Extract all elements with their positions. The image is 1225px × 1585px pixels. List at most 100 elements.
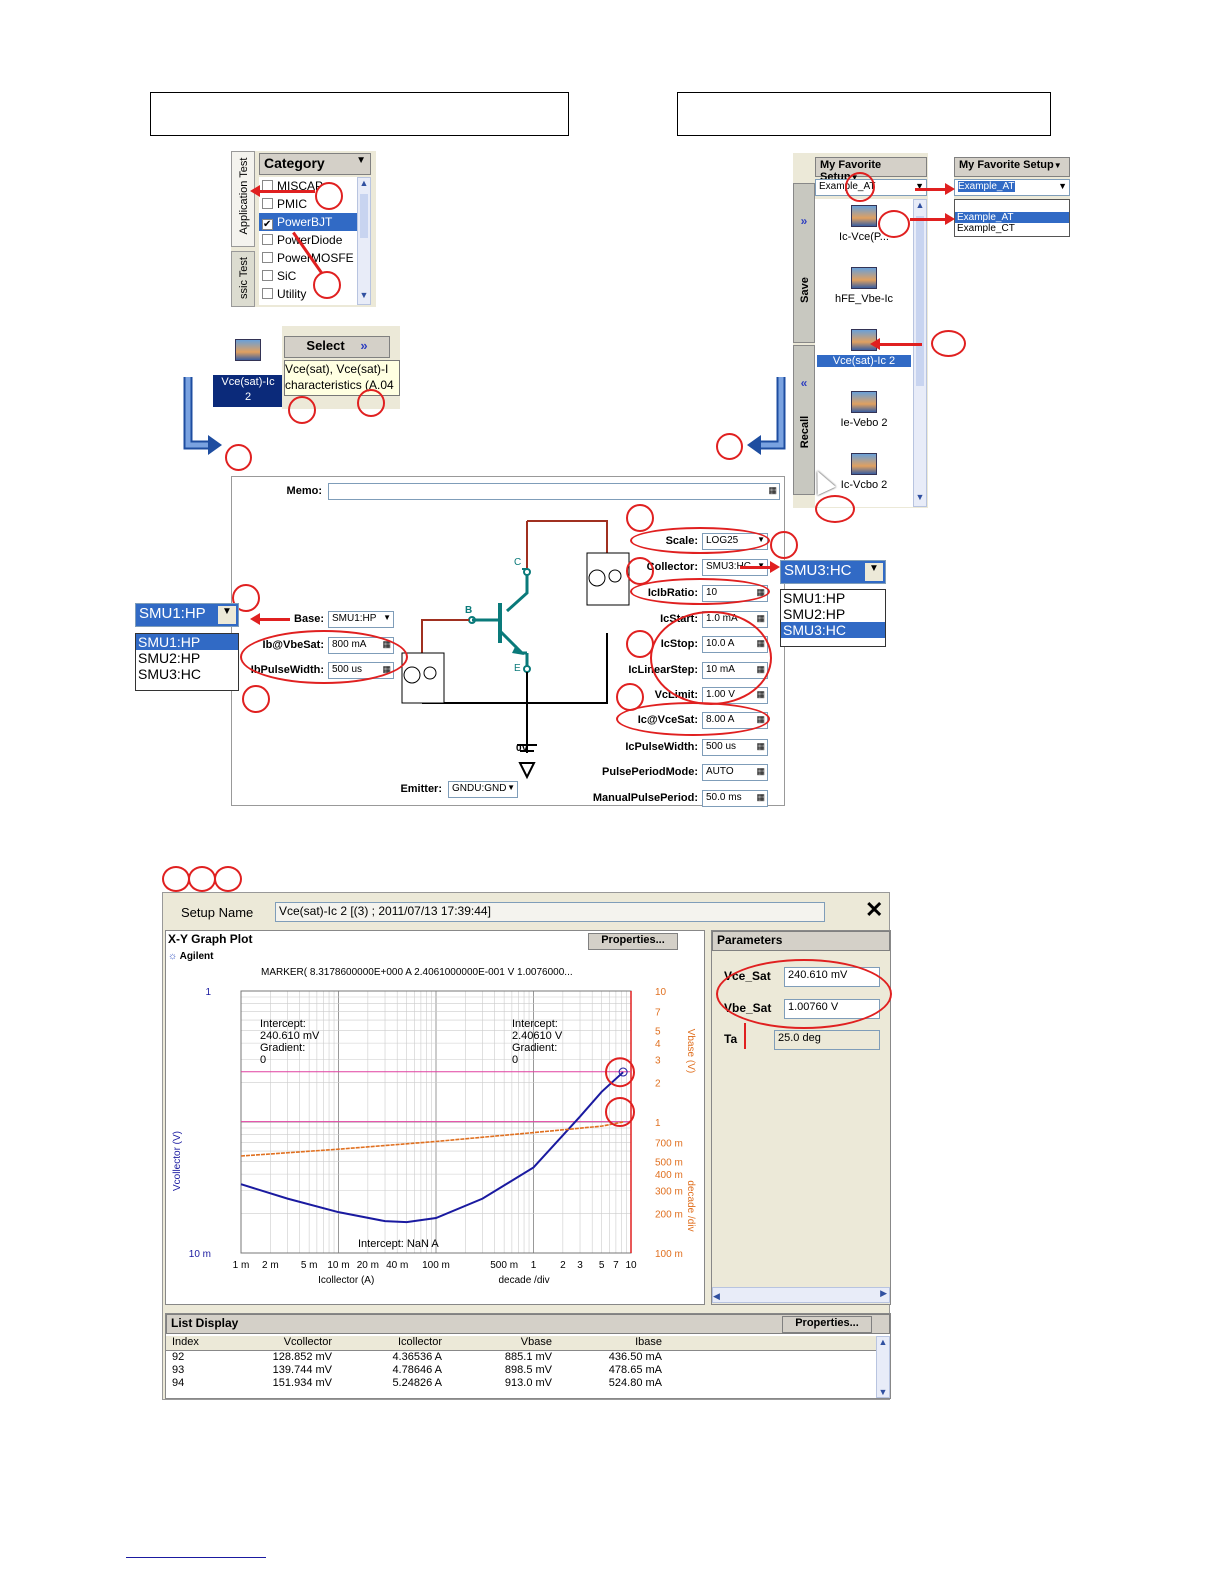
category-item-label: PMIC <box>277 197 307 211</box>
keyboard-icon[interactable]: ▦ <box>768 485 777 495</box>
x-tick-label: 1 <box>531 1260 537 1271</box>
favorite-tile[interactable]: hFE_Vbe-Ic <box>815 261 913 323</box>
annotation-circle <box>315 182 343 210</box>
base-select[interactable]: SMU1:HP▼ <box>328 611 394 628</box>
y-right-tick-label: 10 <box>655 987 667 998</box>
ic-pulse-width-input[interactable]: 500 us▦ <box>702 739 768 756</box>
annotation-circle <box>616 702 770 736</box>
keyboard-icon[interactable]: ▦ <box>756 613 765 623</box>
dropdown-option[interactable]: SMU3:HC <box>781 622 885 638</box>
checkbox[interactable] <box>262 234 273 245</box>
category-scrollbar[interactable]: ▲ ▼ <box>357 177 371 305</box>
smu-right-select[interactable]: SMU3:HC ▼ <box>780 560 886 584</box>
annotation-arrow-up <box>744 1023 746 1049</box>
scrollbar-horizontal: ◀ ▶ <box>712 1287 890 1303</box>
annotation-circle <box>626 504 654 532</box>
pulse-period-mode-select[interactable]: AUTO▦ <box>702 764 768 781</box>
dropdown-option[interactable]: Example_CT <box>957 223 1015 234</box>
annotation-circle <box>225 444 252 471</box>
favorite-dropdown-header[interactable]: My Favorite Setup▼ <box>954 157 1070 177</box>
category-item[interactable]: PowerDiode <box>259 231 357 249</box>
annotation-circle <box>770 531 798 559</box>
annotation-circle <box>162 866 190 892</box>
favorite-tile-label: Vce(sat)-Ic 2 <box>817 355 911 367</box>
category-item[interactable]: SiC <box>259 267 357 285</box>
instrument-icon <box>235 339 261 361</box>
category-item[interactable]: PMIC <box>259 195 357 213</box>
checkbox[interactable]: ✔ <box>262 219 273 230</box>
dropdown-option[interactable]: SMU2:HP <box>783 606 846 622</box>
dropdown-option[interactable]: SMU3:HC <box>138 666 202 682</box>
annotation-circle <box>626 557 654 585</box>
category-item[interactable]: PowerMOSFE <box>259 249 357 267</box>
intercept-text: Intercept: <box>512 1018 558 1030</box>
intercept-text: 0 <box>512 1054 519 1066</box>
memo-input[interactable]: ▦ <box>328 483 780 500</box>
favorite-tile[interactable]: Ie-Vebo 2 <box>815 385 913 447</box>
favorite-dropdown-select[interactable]: Example_AT ▼ <box>954 179 1070 196</box>
favorite-setup-header[interactable]: My Favorite Setup▼ <box>815 157 927 183</box>
tab-classic-test[interactable]: ssic Test <box>231 251 255 307</box>
category-item[interactable]: Utility <box>259 285 357 303</box>
checkbox[interactable] <box>262 198 273 209</box>
x-tick-label: 5 <box>599 1260 605 1271</box>
keyboard-icon[interactable]: ▦ <box>756 792 765 802</box>
scroll-left-icon[interactable]: ◀ <box>713 1291 720 1301</box>
graph-properties-button[interactable]: Properties... <box>588 933 678 950</box>
x-tick-label: 5 m <box>301 1260 318 1271</box>
table-cell: 128.852 mV <box>272 1351 332 1363</box>
smu-left-select[interactable]: SMU1:HP ▼ <box>135 603 239 627</box>
dropdown-option[interactable]: SMU2:HP <box>138 650 201 666</box>
y-left-tick-label: 10 m <box>189 1249 211 1260</box>
recall-tab[interactable]: « Recall <box>793 345 815 495</box>
select-button[interactable]: Select » <box>284 336 390 358</box>
scroll-up-icon[interactable]: ▲ <box>915 200 925 210</box>
scroll-down-icon[interactable]: ▼ <box>915 492 925 502</box>
intercept-text: Intercept: <box>260 1018 306 1030</box>
instrument-icon <box>851 453 877 475</box>
annotation-circle <box>232 584 260 612</box>
category-item[interactable]: ✔PowerBJT <box>259 213 357 231</box>
annotation-circle <box>878 210 910 238</box>
scroll-right-icon[interactable]: ▶ <box>880 1288 887 1298</box>
scroll-down-icon[interactable]: ▼ <box>359 290 369 300</box>
emitter-select[interactable]: GNDU:GND▼ <box>448 781 518 798</box>
favorite-tile[interactable]: Ic-Vce(P... <box>815 199 913 261</box>
dropdown-option[interactable]: SMU1:HP <box>136 634 238 650</box>
y-right-tick-label: 300 m <box>655 1186 683 1197</box>
category-header[interactable]: Category ▼ <box>259 153 371 175</box>
category-item-label: Utility <box>277 287 307 301</box>
list-properties-button[interactable]: Properties... <box>782 1316 872 1333</box>
scroll-down-icon[interactable]: ▼ <box>878 1387 888 1397</box>
x-tick-label: 7 <box>613 1260 619 1271</box>
selected-tile[interactable]: Vce(sat)-Ic 2 <box>213 333 283 408</box>
keyboard-icon[interactable]: ▦ <box>756 766 765 776</box>
checkbox[interactable] <box>262 270 273 281</box>
dropdown-option[interactable]: Example_AT <box>955 212 1069 223</box>
table-cell: 151.934 mV <box>272 1377 332 1389</box>
table-cell: 913.0 mV <box>504 1377 552 1389</box>
keyboard-icon[interactable]: ▦ <box>756 741 765 751</box>
close-icon[interactable]: ✕ <box>865 897 884 922</box>
caption-box-left <box>150 92 569 136</box>
scroll-up-icon[interactable]: ▲ <box>359 178 369 188</box>
chevron-down-icon: ▼ <box>865 563 883 581</box>
tab-application-test[interactable]: Application Test <box>231 151 255 247</box>
checkbox[interactable] <box>262 252 273 263</box>
scroll-up-icon[interactable]: ▲ <box>878 1337 888 1347</box>
list-scrollbar[interactable]: ▲ ▼ <box>876 1336 890 1398</box>
manual-pulse-period-input[interactable]: 50.0 ms▦ <box>702 790 768 807</box>
annotation-circle <box>845 172 875 202</box>
annotation-circle <box>605 1097 635 1127</box>
dropdown-option[interactable]: SMU1:HP <box>783 590 846 606</box>
series-line-vcollector <box>240 1071 624 1224</box>
keyboard-icon[interactable]: ▦ <box>756 689 765 699</box>
save-tab[interactable]: » Save <box>793 183 815 343</box>
checkbox[interactable] <box>262 288 273 299</box>
favorite-tile[interactable]: Vce(sat)-Ic 2 <box>815 323 913 385</box>
favorite-tile[interactable]: Ic-Vcbo 2 <box>815 447 913 509</box>
favorite-scrollbar[interactable]: ▲ ▼ <box>913 199 927 507</box>
